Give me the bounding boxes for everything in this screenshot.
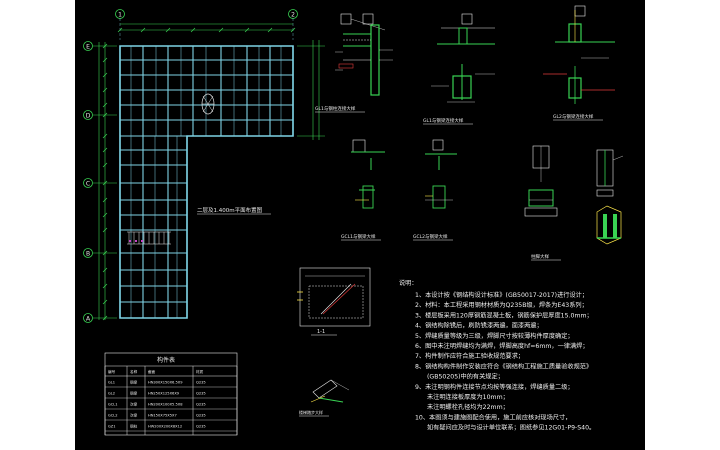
gcl2-title: GCL2与钢梁大样 [413, 233, 448, 240]
note-line: 2、材料：本工程采用钢材材质为Q235B级，焊条为E43系列； [415, 301, 588, 309]
section-1-1: 1-1 [297, 267, 371, 336]
note-line: 4、钢结构除锈后，刷防锈漆两遍，面漆两遍； [415, 322, 543, 330]
table-header-cell: 名称 [130, 369, 138, 374]
note-line: 5、焊缝质量等级为三级，焊脚尺寸按较薄构件厚度确定； [415, 332, 574, 340]
table-cell: HN300X150X6.5X9 [148, 381, 183, 385]
plan-title: 二层及1.400m平面布置图 [197, 206, 263, 214]
table-cell: Q235 [196, 403, 206, 407]
table-header-cell: 截面 [148, 369, 156, 374]
detail-gl2: GL2与钢梁连接大样 [543, 5, 615, 121]
cad-drawing-viewport[interactable]: 1 2 E D C B A [75, 0, 645, 450]
grid-left-C: C [86, 180, 90, 187]
grid-left-B: B [86, 250, 90, 257]
section-title: 1-1 [317, 329, 325, 335]
table-cell: 钢柱 [130, 424, 138, 429]
gl2-title: GL2与钢梁连接大样 [553, 113, 594, 120]
table-header-cell: 材质 [196, 369, 204, 374]
note-line: 7、构件制作应符合施工验收规范要求； [415, 352, 524, 360]
note-line: 10、本图须与建施图配合使用，施工前应核对现场尺寸， [415, 413, 571, 421]
detail-stair-tread: 楼梯踏步大样 [299, 379, 350, 417]
note-line: 6、图中未注明焊缝均为满焊，焊脚高度hf=6mm，一律满焊； [415, 342, 589, 350]
detail-gl1-column: GL1与钢柱连接大样 [315, 13, 393, 113]
detail-gl1-beam: GL1与钢梁连接大样 [423, 13, 495, 125]
table-cell: Q235 [196, 392, 206, 396]
stair-tread-title: 楼梯踏步大样 [299, 409, 323, 415]
gcl1-title: GCL1与钢梁大样 [341, 233, 376, 240]
note-line: 1、本设计按《钢结构设计标准》(GB50017-2017)进行设计； [415, 291, 588, 299]
note-line: 3、楼层板采用120厚钢筋混凝土板，钢筋保护层厚度15.0mm； [415, 311, 593, 319]
note-line: 未注明螺栓孔径均为22mm； [427, 403, 509, 411]
note-line: 8、钢结构构件制作安装应符合《钢结构工程施工质量验收规范》 [415, 362, 592, 370]
table-cell: GL1 [108, 381, 115, 385]
grid-top-2: 2 [291, 12, 295, 19]
column-base-title: 柱脚大样 [531, 253, 549, 260]
cad-drawing: 1 2 E D C B A [83, 5, 624, 436]
table-cell: GZ1 [108, 425, 116, 429]
table-cell: HN150X75X5X7 [148, 414, 177, 418]
grid-left-A: A [86, 315, 91, 322]
table-header-cell: 编号 [108, 369, 116, 374]
table-cell: Q235 [196, 414, 206, 418]
table-cell: 钢梁 [130, 380, 138, 385]
grid-top-1: 1 [118, 12, 122, 19]
grid-left-E: E [86, 43, 90, 50]
table-cell: HW200X200X8X12 [148, 425, 182, 429]
notes-heading: 说明： [399, 279, 418, 287]
table-cell: 次梁 [130, 413, 138, 418]
table-cell: Q235 [196, 381, 206, 385]
note-line: 9、未注明钢构件连接节点均按等强连接，焊缝质量二级； [415, 383, 574, 391]
design-notes: 说明： 1、本设计按《钢结构设计标准》(GB50017-2017)进行设计； 2、… [399, 279, 595, 432]
detail-column-base: 柱脚大样 [524, 145, 624, 261]
table-cell: GCL2 [108, 414, 118, 418]
note-line: (GB50205)中的有关规定； [427, 373, 504, 381]
note-line: 如有疑问应及时与设计单位联系；图纸参见12G01-P9-S40。 [427, 424, 595, 432]
table-cell: GCL1 [108, 403, 118, 407]
table-cell: HN200X100X5.5X8 [148, 403, 183, 407]
table-cell: 次梁 [130, 402, 138, 407]
detail-gcl1: GCL1与钢梁大样 [341, 139, 385, 241]
table-title: 构件表 [157, 356, 175, 364]
table-cell: HN250X125X6X9 [148, 392, 180, 396]
floor-plan: 1 2 E D C B A [83, 9, 325, 323]
gl1-column-title: GL1与钢柱连接大样 [315, 105, 356, 112]
table-cell: 钢梁 [130, 391, 138, 396]
gl1-beam-title: GL1与钢梁连接大样 [423, 117, 464, 124]
table-cell: GL2 [108, 392, 115, 396]
note-line: 未注明连接板厚度为10mm； [427, 393, 509, 401]
table-cell: Q235 [196, 425, 206, 429]
grid-left-D: D [86, 112, 91, 119]
detail-gcl2: GCL2与钢梁大样 [413, 139, 457, 241]
